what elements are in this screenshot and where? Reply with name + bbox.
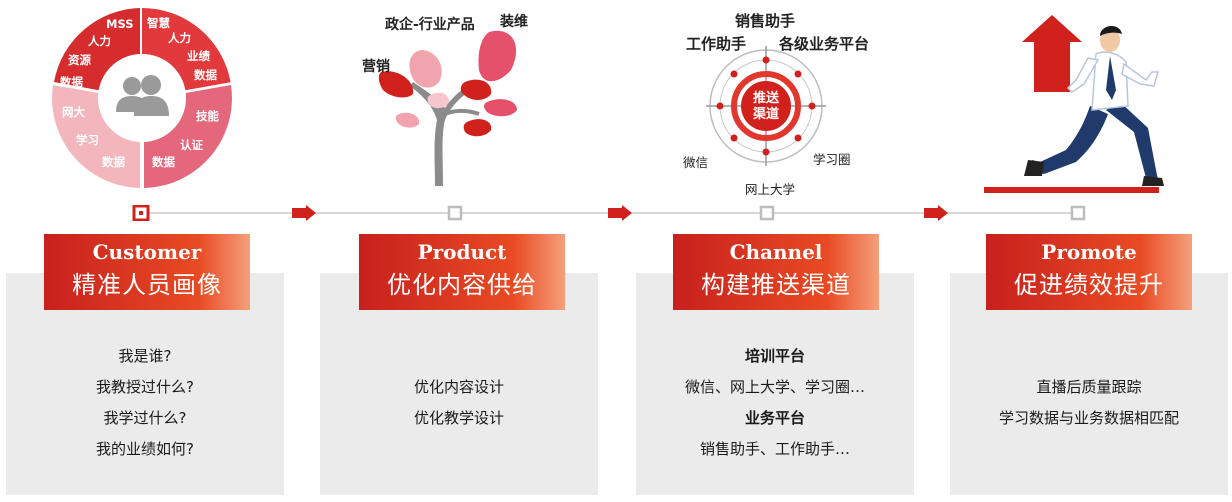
ring-label-hr-2: 资源 [68, 53, 91, 67]
promote-banner-zh: 促进绩效提升 [1014, 271, 1164, 299]
channel-banner: Channel 构建推送渠道 [673, 234, 879, 310]
radar-center-1: 推送 [753, 91, 780, 106]
customer-banner-en: Customer [92, 240, 202, 264]
customer-line-1: 我是谁? [118, 347, 172, 365]
ring-label-skill-1: 技能 [196, 109, 219, 123]
promote-banner-en: Promote [1041, 240, 1137, 264]
ring-label-wisdom-1: 智慧 [147, 16, 170, 30]
process-timeline [0, 204, 1232, 222]
channel-banner-zh: 构建推送渠道 [701, 271, 851, 299]
product-line-2: 优化教学设计 [413, 409, 504, 427]
running-man-illustration [980, 10, 1180, 196]
ring-label-wisdom-2: 人力 [168, 31, 191, 45]
promote-line-2: 学习数据与业务数据相匹配 [998, 409, 1179, 427]
ring-label-skill-2: 认证 [180, 138, 203, 152]
channel-card: 培训平台 微信、网上大学、学习圈… 业务平台 销售助手、工作助手… [636, 273, 914, 495]
ring-label-univ-2: 学习 [76, 133, 99, 147]
ring-label-perf-2: 数据 [194, 68, 217, 82]
leaf-label-install: 装维 [500, 14, 528, 30]
promote-line-1: 直播后质量跟踪 [1036, 378, 1142, 396]
customer-card: 我是谁? 我教授过什么? 我学过什么? 我的业绩如何? [6, 273, 284, 495]
radar-center-2: 渠道 [753, 107, 780, 122]
radar-label-wechat: 微信 [683, 155, 709, 170]
ring-label-mss: MSS [106, 17, 134, 31]
ring-label-skill-3: 数据 [152, 155, 175, 169]
leaf-label-marketing: 营销 [362, 59, 390, 75]
product-card: 优化内容设计 优化教学设计 [320, 273, 598, 495]
ring-label-hr-3: 数据 [60, 75, 83, 89]
customer-line-3: 我学过什么? [103, 409, 187, 427]
channel-line-training: 微信、网上大学、学习圈… [684, 378, 865, 396]
radar-label-business: 各级业务平台 [779, 35, 870, 53]
leaf-label-gov: 政企-行业产品 [385, 17, 475, 33]
product-banner-en: Product [417, 240, 507, 264]
channel-heading-training: 培训平台 [744, 347, 805, 365]
channel-radar-illustration [704, 44, 828, 168]
product-banner-zh: 优化内容供给 [387, 271, 537, 299]
product-line-1: 优化内容设计 [413, 378, 504, 396]
channel-banner-en: Channel [729, 240, 823, 264]
customer-banner: Customer 精准人员画像 [44, 234, 250, 310]
promote-card: 直播后质量跟踪 学习数据与业务数据相匹配 [950, 273, 1228, 495]
channel-heading-business: 业务平台 [744, 409, 805, 427]
radar-label-work: 工作助手 [686, 35, 747, 53]
radar-label-univ: 网上大学 [745, 182, 796, 197]
customer-line-4: 我的业绩如何? [96, 440, 194, 458]
customer-banner-zh: 精准人员画像 [72, 271, 222, 299]
radar-label-sales: 销售助手 [735, 12, 796, 30]
promote-banner: Promote 促进绩效提升 [986, 234, 1192, 310]
customer-ring-illustration [52, 8, 232, 188]
ring-label-univ-1: 网大 [62, 105, 85, 119]
ring-label-univ-3: 数据 [102, 155, 125, 169]
customer-line-2: 我教授过什么? [96, 378, 194, 396]
product-banner: Product 优化内容供给 [359, 234, 565, 310]
ring-label-hr-1: 人力 [88, 34, 111, 48]
channel-line-business: 销售助手、工作助手… [699, 440, 850, 458]
radar-label-circle: 学习圈 [813, 152, 851, 167]
tree-illustration [375, 10, 535, 190]
ring-label-perf-1: 业绩 [187, 49, 210, 63]
